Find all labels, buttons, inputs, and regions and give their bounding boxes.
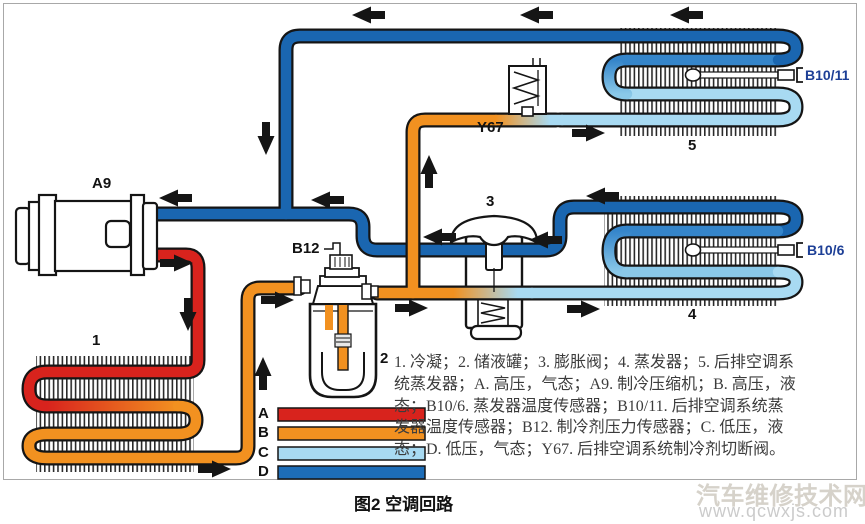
pressure-sensor-label: B12: [292, 240, 320, 257]
temp-sensor-probes: [684, 67, 803, 258]
evaporator-temp-sensor-label: B10/6: [807, 242, 845, 258]
flow-arrow-up-riser: [254, 357, 272, 390]
receiver-drier-body: [293, 242, 379, 399]
color-key-bar-a: [277, 407, 426, 422]
receiver-filter: [334, 333, 352, 348]
caption-line: 态；D. 低压，气态；Y67. 后排空调系统制冷剂切断阀。: [394, 441, 786, 459]
rear-evaporator-label: 5: [688, 137, 697, 154]
b10-11-probe-tip: [684, 68, 702, 82]
pipe-high-pressure: [21, 247, 308, 466]
expansion-valve-spring: [480, 302, 506, 324]
flow-arrow-down-return: [257, 122, 275, 155]
flow-arrow-top-1: [352, 6, 385, 24]
rear-evaporator-temp-sensor-label: B10/11: [805, 67, 850, 83]
rear-shutoff-valve-label: Y67: [477, 119, 504, 136]
b10-6-probe-tip: [684, 243, 702, 257]
watermark-site-name: 汽车维修技术网: [696, 483, 865, 510]
compressor-label: A9: [92, 175, 112, 192]
evaporator-label: 4: [688, 306, 697, 323]
receiver-drier-label: 2: [380, 350, 389, 367]
b10-6-probe-rod: [699, 246, 779, 254]
color-key-letter-a: A: [258, 405, 269, 422]
receiver-inner-cup: [321, 352, 365, 391]
flow-arrow-into-compressor: [159, 189, 192, 207]
condenser-label: 1: [92, 332, 101, 349]
expansion-valve-cap: [449, 214, 539, 292]
color-key-bar-b: [277, 426, 426, 441]
rear-shutoff-valve-body: [508, 58, 547, 117]
caption-line: 统蒸发器；A. 高压，气态；A9. 制冷压缩机；B. 高压，液: [394, 375, 796, 393]
b10-6-connector: [777, 244, 795, 256]
flow-arrow-up-to-y67: [420, 155, 438, 188]
flow-arrow-after-receiver: [395, 299, 428, 317]
caption-line: 发器温度传感器；B12. 制冷剂压力传感器；C. 低压，液: [394, 419, 784, 437]
color-key-letter-d: D: [258, 463, 269, 480]
b10-6-bracket: [796, 242, 803, 258]
compressor-body: [14, 193, 159, 277]
y67-coil: [511, 71, 541, 105]
b12-wire: [324, 242, 341, 255]
b10-11-bracket: [796, 67, 803, 83]
color-key-letter-b: B: [258, 424, 269, 441]
color-key-bar-c: [277, 446, 426, 461]
flow-arrow-top-2: [520, 6, 553, 24]
b10-11-connector: [777, 69, 795, 81]
color-key-bar-d: [277, 465, 426, 480]
expansion-valve-label: 3: [486, 193, 495, 210]
flow-arrow-evap-in: [567, 300, 600, 318]
caption-line: 态；B10/6. 蒸发器温度传感器；B10/11. 后排空调系统蒸: [394, 397, 784, 415]
caption-line: 1. 冷凝；2. 储液罐；3. 膨胀阀；4. 蒸发器；5. 后排空调系: [394, 354, 795, 371]
b10-11-probe-rod: [699, 71, 779, 79]
flow-arrow-mid-return: [311, 191, 344, 209]
flow-arrow-top-3: [670, 6, 703, 24]
legend-caption: 1. 冷凝；2. 储液罐；3. 膨胀阀；4. 蒸发器；5. 后排空调系 统蒸发器…: [394, 352, 862, 461]
pipe-riser-to-rear-valve: [405, 112, 568, 301]
color-key-bars: [277, 407, 426, 480]
figure-title: 图2 空调回路: [354, 495, 454, 514]
diagram-frame: [3, 3, 857, 480]
watermark-site-url: www.qcwxjs.com: [699, 501, 850, 521]
color-key-letter-c: C: [258, 444, 269, 461]
